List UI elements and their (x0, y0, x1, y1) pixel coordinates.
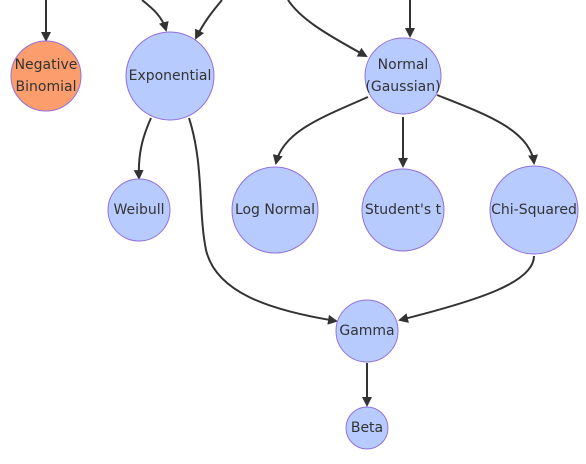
node-students-t: Student's t (361, 168, 445, 252)
edge-exponential-gamma (188, 117, 338, 325)
node-circle-negative-binomial (10, 40, 82, 112)
edge-chi-squared-gamma (398, 255, 535, 323)
node-label-chi-squared: Chi-Squared (491, 202, 577, 218)
node-circle-log-normal (231, 166, 319, 254)
node-circle-beta (345, 406, 389, 450)
node-label-students-t: Student's t (365, 202, 442, 218)
node-label-weibull: Weibull (113, 202, 164, 218)
node-circle-gamma (335, 299, 399, 363)
node-label-normal-line-2: (Gaussian) (365, 79, 440, 95)
edge-exponential-weibull (133, 117, 152, 180)
node-circle-exponential (125, 31, 215, 121)
node-normal: Normal (Gaussian) (364, 37, 442, 115)
node-chi-squared: Chi-Squared (489, 165, 579, 255)
node-circle-chi-squared (489, 165, 579, 255)
node-label-negative-binomial-line-2: Binomial (16, 79, 77, 95)
node-weibull: Weibull (107, 178, 171, 242)
node-circle-weibull (107, 178, 171, 242)
node-label-exponential: Exponential (129, 68, 212, 84)
node-label-gamma: Gamma (339, 323, 394, 339)
edge-offscreen-to-exponential-left (141, 0, 169, 32)
node-label-beta: Beta (351, 420, 383, 436)
node-beta: Beta (345, 406, 389, 450)
node-log-normal: Log Normal (231, 166, 319, 254)
node-gamma: Gamma (335, 299, 399, 363)
node-label-log-normal: Log Normal (235, 202, 315, 218)
edge-normal-chi-squared (436, 94, 538, 165)
node-label-normal-line-1: Normal (378, 57, 429, 73)
node-circle-normal (364, 37, 442, 115)
edge-offscreen-to-normal-left (287, 0, 368, 57)
edge-offscreen-to-exponential-right (195, 0, 223, 40)
edge-normal-log-normal (272, 96, 369, 165)
node-circle-students-t (361, 168, 445, 252)
node-exponential: Exponential (125, 31, 215, 121)
node-label-negative-binomial-line-1: Negative (15, 57, 78, 73)
offscreen-edges (41, 0, 415, 57)
edges (133, 94, 538, 407)
